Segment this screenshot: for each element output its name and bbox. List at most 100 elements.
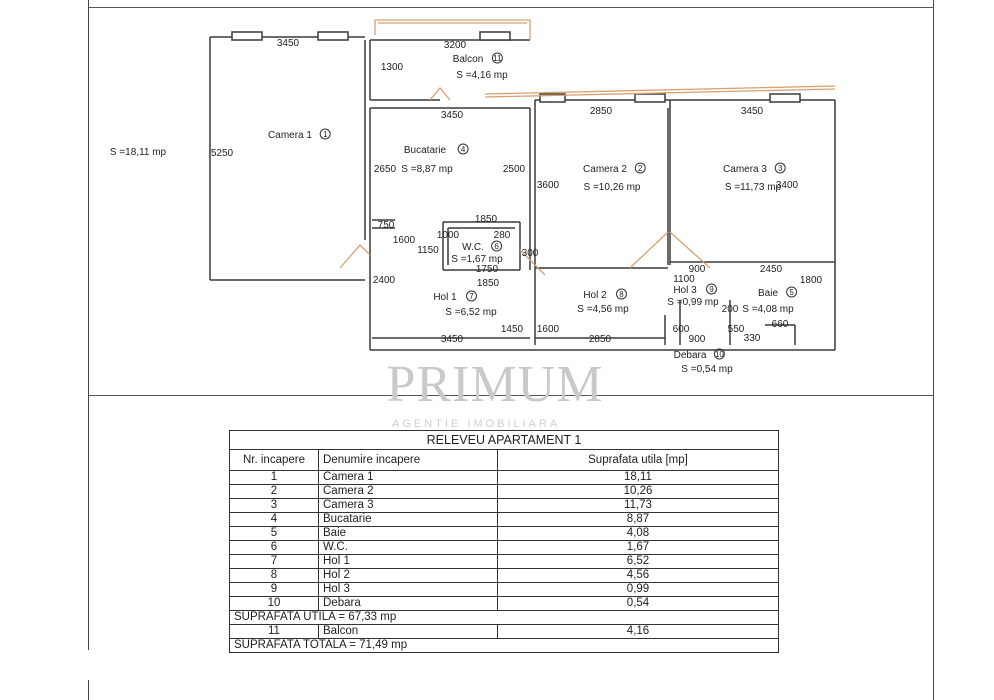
- cell-nr: 5: [229, 526, 319, 541]
- total-util-row: SUPRAFATA UTILA = 67,33 mp: [229, 610, 779, 625]
- dimension-label: 1600: [537, 324, 560, 335]
- dimension-label: 3400: [776, 180, 799, 191]
- dimension-label: 600: [673, 324, 690, 335]
- cell-name: Camera 3: [318, 498, 498, 513]
- balcon-area: 4,16: [497, 624, 779, 639]
- dimension-label: 2500: [503, 164, 526, 175]
- door-swing: [629, 231, 669, 269]
- room-name-11: Balcon: [453, 54, 484, 65]
- balcony-outline: [339, 19, 836, 276]
- cell-nr: 1: [229, 470, 319, 485]
- table-title: RELEVEU APARTAMENT 1: [229, 430, 779, 450]
- cell-nr: 2: [229, 484, 319, 499]
- dimension-label: 200: [722, 304, 739, 315]
- cell-nr: 10: [229, 596, 319, 611]
- cell-name: Camera 2: [318, 484, 498, 499]
- room-number: 5: [789, 288, 794, 297]
- room-name-8: Hol 2: [583, 290, 607, 301]
- window: [479, 31, 511, 41]
- dimension-label: 1100: [673, 274, 695, 285]
- room-area-10: S =0,54 mp: [681, 364, 733, 375]
- room-area-2: S =10,26 mp: [584, 182, 641, 193]
- room-name-10: Debara: [674, 350, 707, 361]
- dimension-label: 900: [689, 334, 706, 345]
- balcon-name: Balcon: [318, 624, 498, 639]
- room-area-9: S =0,99 mp: [667, 297, 719, 308]
- window: [634, 93, 666, 103]
- cell-nr: 8: [229, 568, 319, 583]
- room-name-4: Bucatarie: [404, 145, 447, 156]
- cell-area: 18,11: [497, 470, 779, 485]
- cell-area: 8,87: [497, 512, 779, 527]
- room-name-5: Baie: [758, 288, 778, 299]
- dimension-label: 280: [494, 230, 511, 241]
- room-number: 8: [619, 290, 624, 299]
- cell-nr: 7: [229, 554, 319, 569]
- room-number-circle: [774, 162, 786, 174]
- cell-name: Debara: [318, 596, 498, 611]
- dimension-label: 300: [522, 248, 539, 259]
- room-name-2: Camera 2: [583, 164, 627, 175]
- dimension-label: 2650: [374, 164, 397, 175]
- dimension-label: 2400: [373, 275, 396, 286]
- room-number: 2: [638, 164, 643, 173]
- cell-area: 4,56: [497, 568, 779, 583]
- dimension-label: 1150: [417, 245, 439, 256]
- dimension-label: 3200: [444, 40, 467, 51]
- door-swing: [484, 85, 836, 95]
- window: [317, 31, 349, 41]
- cell-name: Baie: [318, 526, 498, 541]
- cell-area: 4,08: [497, 526, 779, 541]
- room-number: 11: [493, 54, 502, 63]
- top-border-line: [88, 7, 934, 8]
- dimension-label: 3600: [537, 180, 560, 191]
- dimension-label: 550: [728, 324, 745, 335]
- room-area-4: S =8,87 mp: [401, 164, 453, 175]
- room-name-7: Hol 1: [433, 292, 457, 303]
- room-name-3: Camera 3: [723, 164, 767, 175]
- cell-nr: 3: [229, 498, 319, 513]
- cell-name: Camera 1: [318, 470, 498, 485]
- cell-name: Bucatarie: [318, 512, 498, 527]
- watermark-tagline: AGENTIE IMOBILIARA: [392, 418, 561, 430]
- room-name-1: Camera 1: [268, 130, 312, 141]
- room-area-1: S =18,11 mp: [110, 147, 167, 158]
- cell-area: 10,26: [497, 484, 779, 499]
- room-name-6: W.C.: [462, 242, 484, 253]
- room-number: 4: [461, 145, 466, 154]
- walls: [209, 31, 836, 351]
- dimension-label: 3450: [441, 110, 464, 121]
- col-header-name: Denumire incapere: [318, 449, 498, 471]
- dimension-label: 3450: [441, 334, 464, 345]
- door-swing: [339, 244, 371, 269]
- room-number-circle: [319, 128, 331, 140]
- dimension-label: 3450: [277, 38, 300, 49]
- door-swing: [669, 231, 711, 269]
- dimension-label: 5250: [211, 148, 234, 159]
- room-number-circle: [491, 52, 503, 64]
- dimension-label: 330: [744, 333, 761, 344]
- dimension-labels: 3450 3200 1 300 5250 3450 2650 2500 2850 3450 3600…: [211, 38, 823, 345]
- window: [539, 93, 566, 103]
- balcon-nr: 11: [229, 624, 319, 639]
- room-area-3: S =11,73 mp: [725, 182, 782, 193]
- dimension-label: 2450: [760, 264, 783, 275]
- dimension-label: 2850: [590, 106, 613, 117]
- room-area-6: S =1,67 mp: [451, 254, 503, 265]
- cell-nr: 9: [229, 582, 319, 597]
- cell-area: 0,99: [497, 582, 779, 597]
- col-header-nr: Nr. incapere: [229, 449, 319, 471]
- room-number-circle: [457, 143, 469, 155]
- window: [769, 93, 801, 103]
- door-swing: [484, 88, 836, 98]
- room-number-circle: [491, 240, 503, 252]
- room-number-circle: [634, 162, 646, 174]
- room-number: 1: [323, 130, 328, 139]
